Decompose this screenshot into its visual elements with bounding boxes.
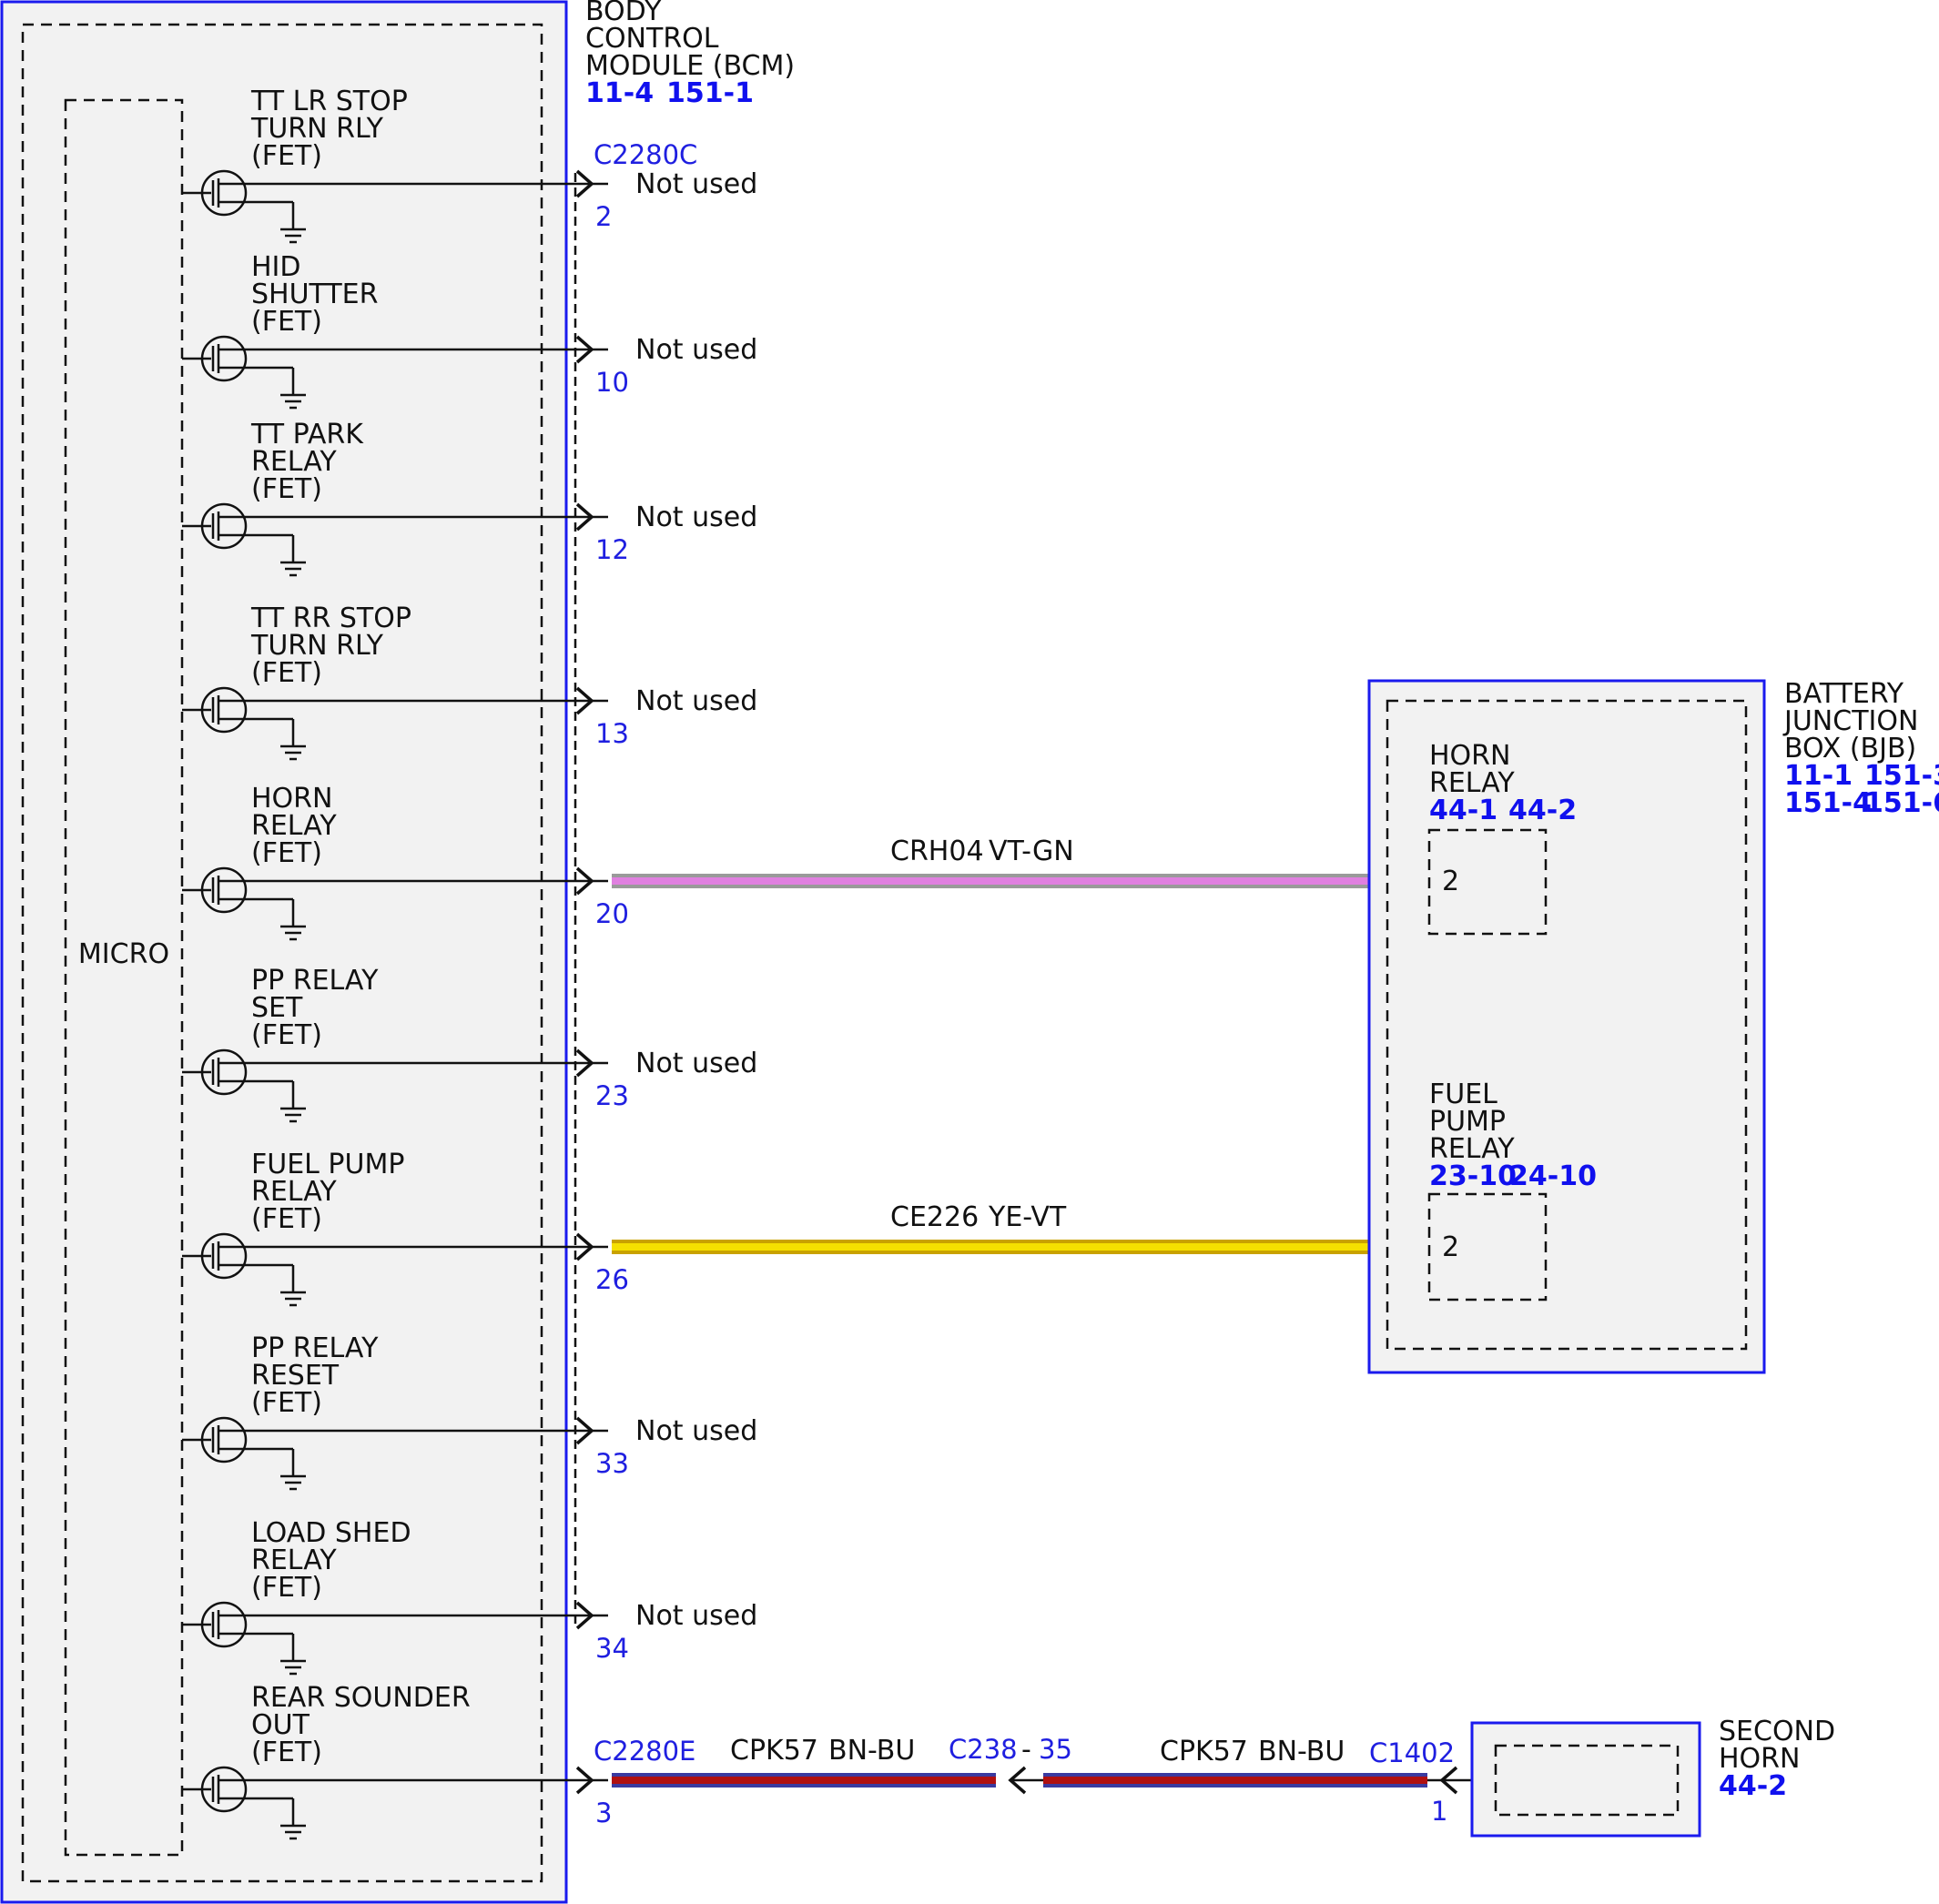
bjb-ref-1[interactable]: 11-1: [1784, 760, 1853, 792]
not-used-label: Not used: [635, 501, 757, 533]
fuel-pump-relay-label: FUEL PUMP RELAY: [1429, 1079, 1515, 1165]
bjb-title: BATTERY JUNCTION BOX (BJB): [1782, 678, 1927, 765]
micro-label: MICRO: [78, 938, 169, 970]
connector-arrow-icon: [575, 335, 594, 364]
bjb-ref-3[interactable]: 151-4: [1784, 787, 1872, 819]
pin-number-9: 3: [595, 1798, 612, 1828]
not-used-label: Not used: [635, 1600, 757, 1632]
pin-number-8: 34: [595, 1633, 629, 1664]
second-horn-inner-dashed: [1494, 1744, 1680, 1817]
connector-arrow-icon: [575, 1048, 594, 1078]
fuel-pump-relay-pin: 2: [1442, 1231, 1459, 1263]
horn-relay-ref-1[interactable]: 44-1: [1429, 795, 1497, 826]
fet-icon: [200, 169, 248, 217]
rear-wire-2-label: CPK57: [1160, 1736, 1248, 1767]
not-used-label: Not used: [635, 334, 757, 366]
c238-label: C238: [949, 1734, 1018, 1765]
bcm-module-box: [0, 0, 568, 1904]
fuel-pump-relay-ref-1[interactable]: 23-10: [1429, 1160, 1517, 1192]
horn-relay-ref-2[interactable]: 44-2: [1508, 795, 1577, 826]
bjb-module-box: [1367, 679, 1766, 1374]
fet-icon: [200, 1048, 248, 1096]
bcm-inner-dashed: [21, 23, 543, 1883]
fet-icon: [200, 866, 248, 914]
second-horn-label: SECOND HORN: [1719, 1716, 1844, 1775]
pin-number-5: 23: [595, 1080, 629, 1111]
bcm-title: BODY CONTROL MODULE (BCM): [585, 0, 795, 82]
fet-icon: [200, 502, 248, 550]
pin-number-3: 13: [595, 718, 629, 749]
wire-circuit-label-4: CRH04: [890, 836, 984, 867]
c2280e-label: C2280E: [594, 1736, 695, 1767]
micro-box: [64, 98, 184, 1857]
pin-number-2: 12: [595, 534, 629, 565]
wire-circuit-label-6: CE226: [890, 1201, 979, 1233]
connector-arrow-icon: [575, 1232, 594, 1261]
pin-number-7: 33: [595, 1448, 629, 1479]
fet-icon: [200, 1766, 248, 1813]
second-horn-ref[interactable]: 44-2: [1719, 1770, 1787, 1802]
c238-dash: -: [1021, 1734, 1031, 1766]
horn-relay-pin: 2: [1442, 866, 1459, 897]
wire-crh04: [612, 877, 1369, 885]
bjb-ref-2[interactable]: 151-3: [1864, 760, 1939, 792]
wire-cpk57-a: [612, 1777, 996, 1784]
bcm-ref-2[interactable]: 151-1: [666, 77, 754, 109]
bcm-ref-1[interactable]: 11-4: [585, 77, 654, 109]
fet-icon: [200, 686, 248, 734]
not-used-label: Not used: [635, 168, 757, 200]
wire-ce226: [612, 1243, 1369, 1251]
wire-circuit-label-9: CPK57: [730, 1735, 818, 1767]
c2280c-label: C2280C: [594, 139, 697, 170]
not-used-label: Not used: [635, 685, 757, 717]
connector-arrow-icon: [575, 1416, 594, 1445]
connector-arrow-icon: [575, 502, 594, 532]
bjb-inner-dashed: [1386, 699, 1748, 1351]
c1402-pin: 1: [1431, 1796, 1447, 1827]
connector-arrow-icon: [575, 686, 594, 715]
not-used-label: Not used: [635, 1415, 757, 1447]
connector-arrow-icon: [575, 866, 594, 896]
wire-color-label-4: VT-GN: [989, 836, 1074, 867]
fet-icon: [200, 335, 248, 382]
horn-relay-label: HORN RELAY: [1429, 740, 1519, 799]
connector-arrow-icon: [575, 1766, 594, 1795]
fet-icon: [200, 1601, 248, 1648]
pin-number-4: 20: [595, 898, 629, 929]
pin-number-1: 10: [595, 367, 629, 398]
c238-pin: 35: [1039, 1734, 1072, 1765]
wire-cpk57-b: [1043, 1777, 1427, 1784]
rear-wire-2-color: BN-BU: [1258, 1736, 1345, 1767]
pin-number-0: 2: [595, 201, 612, 232]
pin-number-6: 26: [595, 1264, 629, 1295]
c1402-label: C1402: [1369, 1737, 1455, 1768]
fet-icon: [200, 1416, 248, 1463]
second-horn-box: [1470, 1721, 1701, 1838]
fuel-pump-relay-box: [1427, 1192, 1548, 1301]
bjb-ref-4[interactable]: 151-6: [1864, 787, 1939, 819]
fet-icon: [200, 1232, 248, 1280]
horn-relay-box: [1427, 828, 1548, 936]
connector-arrow-icon: [575, 1601, 594, 1630]
wire-color-label-6: YE-VT: [988, 1201, 1067, 1233]
not-used-label: Not used: [635, 1048, 757, 1079]
fuel-pump-relay-ref-2[interactable]: 24-10: [1509, 1160, 1597, 1192]
connector-arrow-icon: [575, 169, 594, 198]
wire-color-label-9: BN-BU: [828, 1735, 915, 1767]
